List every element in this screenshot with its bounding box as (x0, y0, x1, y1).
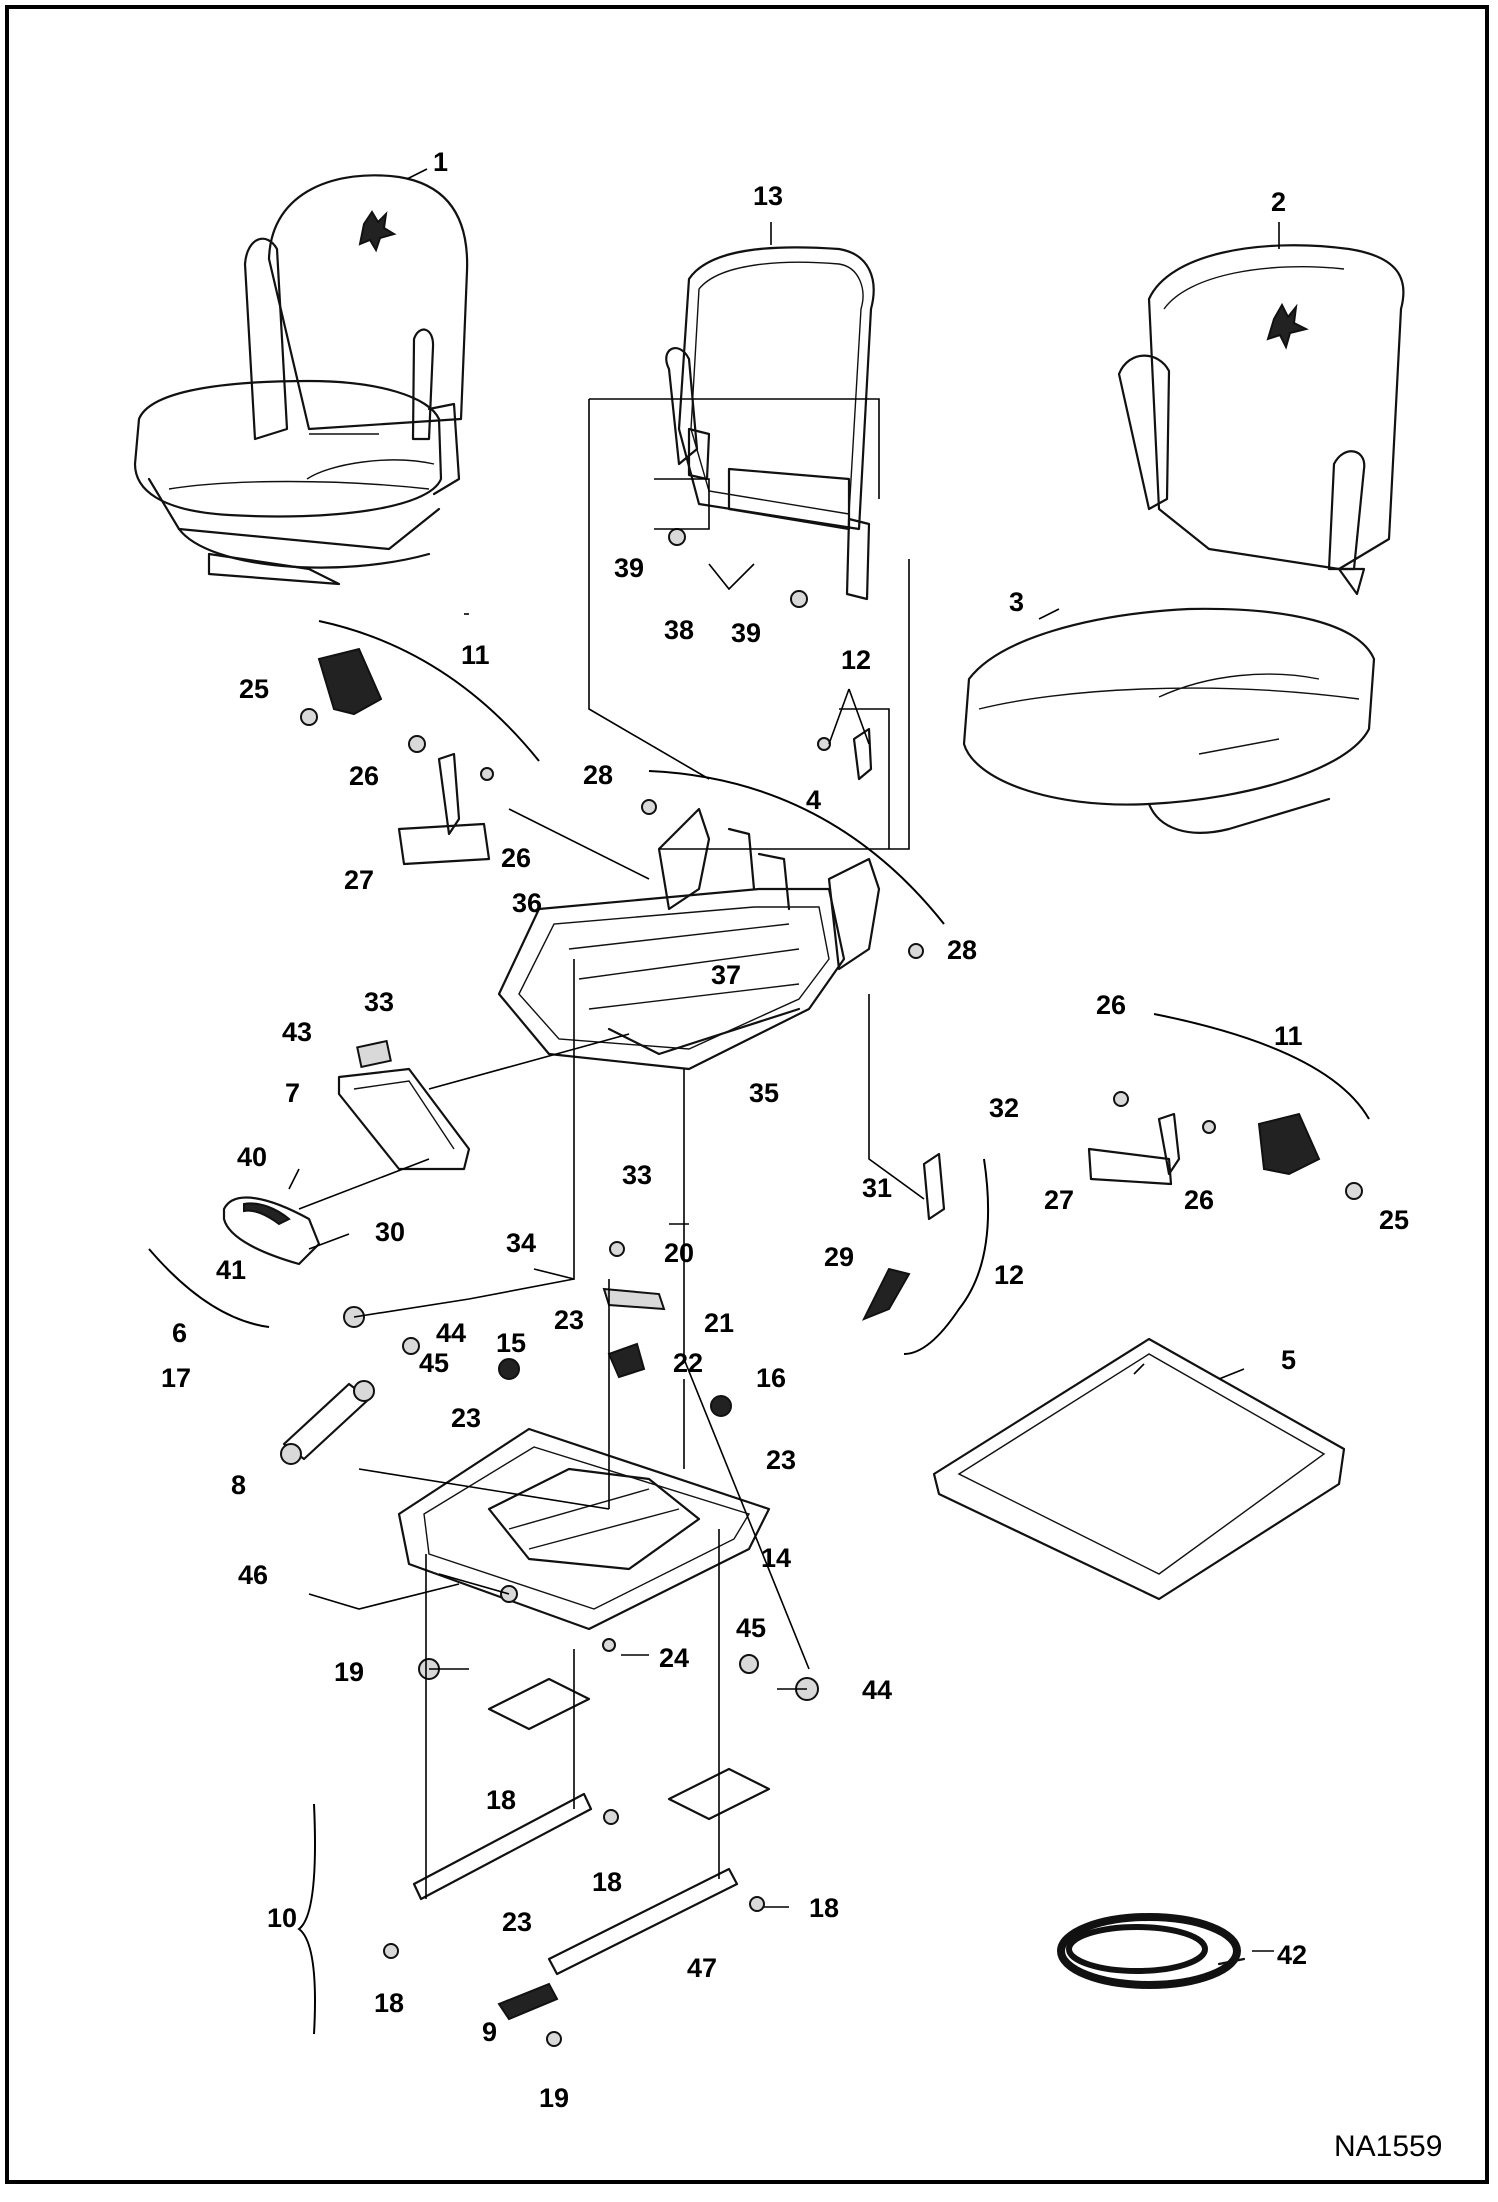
callout-29: 29 (824, 1242, 854, 1272)
callout-38: 38 (664, 615, 694, 645)
leader-lines (288, 168, 1280, 1952)
callout-39: 39 (614, 553, 644, 583)
callout-39: 39 (731, 618, 761, 648)
callout-33: 33 (364, 987, 394, 1017)
callout-45: 45 (419, 1348, 449, 1378)
callout-23: 23 (451, 1403, 481, 1433)
callout-40: 40 (237, 1142, 267, 1172)
exploded-parts-diagram: 1 13 2 3 11 25 39 38 39 12 26 26 27 28 4… (133, 147, 1442, 2163)
callout-43: 43 (282, 1017, 312, 1047)
callout-23: 23 (502, 1907, 532, 1937)
lever-drawing (852, 727, 946, 1321)
callout-34: 34 (506, 1228, 536, 1258)
diagram-frame: 1 13 2 3 11 25 39 38 39 12 26 26 27 28 4… (5, 5, 1489, 2184)
callout-26: 26 (1096, 990, 1126, 1020)
callout-2: 2 (1271, 187, 1286, 217)
seat-frame-drawing (497, 807, 881, 1071)
callout-21: 21 (704, 1308, 734, 1338)
callout-46: 46 (238, 1560, 268, 1590)
callout-26: 26 (501, 843, 531, 873)
callout-labels: 1 13 2 3 11 25 39 38 39 12 26 26 27 28 4… (161, 147, 1442, 2163)
handle-drawing (222, 1196, 321, 1266)
callout-26: 26 (1184, 1185, 1214, 1215)
callout-25: 25 (1379, 1205, 1409, 1235)
gas-spring-drawing (280, 1380, 375, 1465)
callout-15: 15 (496, 1328, 526, 1358)
callout-27: 27 (1044, 1185, 1074, 1215)
callout-24: 24 (659, 1643, 689, 1673)
callout-1: 1 (433, 147, 448, 177)
reference-code: NA1559 (1334, 2130, 1442, 2163)
callout-22: 22 (673, 1348, 703, 1378)
callout-36: 36 (512, 888, 542, 918)
callout-13: 13 (753, 181, 783, 211)
bottom-cover-drawing (932, 1337, 1346, 1601)
callout-47: 47 (687, 1953, 717, 1983)
grouping-braces (148, 620, 1370, 2035)
callout-41: 41 (216, 1255, 246, 1285)
callout-27: 27 (344, 865, 374, 895)
callout-28: 28 (947, 935, 977, 965)
callout-26: 26 (349, 761, 379, 791)
callout-37: 37 (711, 960, 741, 990)
seat-belt-left-drawing (317, 647, 491, 866)
callout-11: 11 (1274, 1021, 1303, 1051)
callout-12: 12 (994, 1260, 1024, 1290)
seat-belt-right-drawing (1087, 1112, 1321, 1186)
seat-cushion-drawing (962, 607, 1376, 834)
callout-33: 33 (622, 1160, 652, 1190)
callout-6: 6 (172, 1318, 187, 1348)
callout-4: 4 (806, 785, 821, 815)
callout-25: 25 (239, 674, 269, 704)
callout-14: 14 (761, 1543, 791, 1573)
seat-assembly-drawing (133, 174, 469, 586)
callout-31: 31 (862, 1173, 892, 1203)
callout-12: 12 (841, 645, 871, 675)
callout-7: 7 (285, 1078, 300, 1108)
callout-8: 8 (231, 1470, 246, 1500)
callout-18: 18 (374, 1988, 404, 2018)
callout-35: 35 (749, 1078, 779, 1108)
callout-23: 23 (766, 1445, 796, 1475)
backrest-cushion-drawing (1117, 244, 1405, 596)
callout-5: 5 (1281, 1345, 1296, 1375)
callout-10: 10 (267, 1903, 297, 1933)
callout-20: 20 (664, 1238, 694, 1268)
suspension-base-drawing (397, 1427, 771, 1631)
callout-17: 18 (486, 1785, 516, 1815)
seat-back-frame-drawing (665, 246, 875, 601)
callout-19: 19 (334, 1657, 364, 1687)
harness-drawing (1057, 1913, 1246, 1989)
callout-18: 19 (539, 2083, 569, 2113)
callout-18: 18 (592, 1867, 622, 1897)
callout-28: 28 (583, 760, 613, 790)
callout-30: 30 (375, 1217, 405, 1247)
callout-44: 44 (436, 1318, 466, 1348)
callout-15: 16 (756, 1363, 786, 1393)
callout-16: 17 (161, 1363, 191, 1393)
hardware-drawing (300, 528, 1363, 2047)
callout-44: 44 (862, 1675, 892, 1705)
callout-18: 18 (809, 1893, 839, 1923)
callout-42: 42 (1277, 1940, 1307, 1970)
callout-9: 9 (482, 2017, 497, 2047)
slide-rails-drawing (412, 1677, 771, 2021)
callout-11: 11 (461, 640, 490, 670)
bracket-drawing (337, 1039, 471, 1171)
callout-32: 32 (989, 1093, 1019, 1123)
callout-23: 23 (554, 1305, 584, 1335)
callout-3: 3 (1009, 587, 1024, 617)
callout-45: 45 (736, 1613, 766, 1643)
